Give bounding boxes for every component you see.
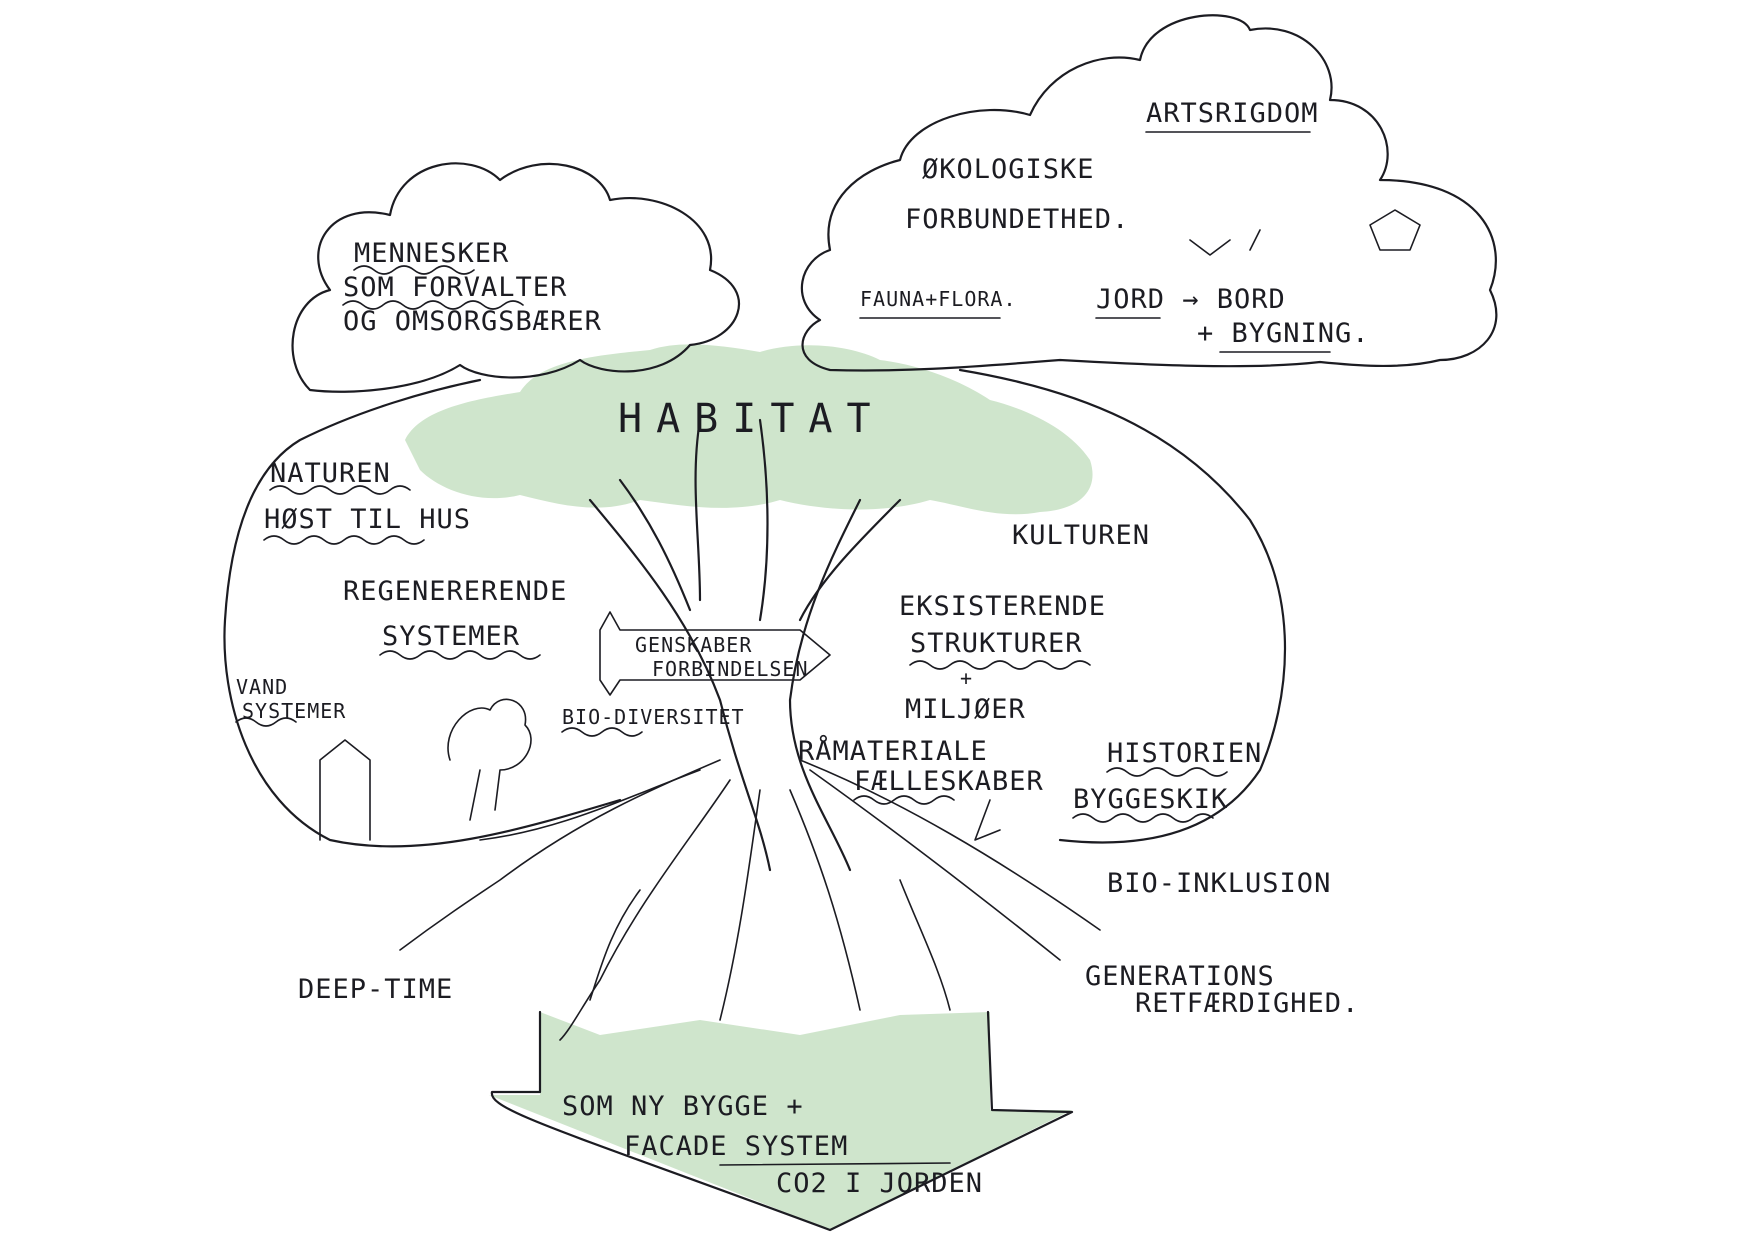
label-genskaber: GENSKABER — [635, 633, 752, 657]
label-plus: + — [960, 666, 973, 690]
label-forbundethed: FORBUNDETHED. — [905, 204, 1129, 235]
label-byggeskik: BYGGESKIK — [1073, 784, 1228, 815]
label-vand: VAND — [236, 675, 288, 699]
canopy-fill — [405, 344, 1093, 515]
label-ramateriale: RÅMATERIALE — [798, 735, 988, 767]
label-naturen: NATUREN — [270, 458, 391, 489]
arrow-fill — [489, 1012, 1072, 1230]
label-som-forvalter: SOM FORVALTER — [343, 272, 567, 303]
label-habitat: HABITAT — [618, 396, 885, 442]
label-historien: HISTORIEN — [1107, 738, 1262, 769]
label-retfaerdighed: RETFÆRDIGHED. — [1135, 988, 1359, 1019]
label-omsorgsbaerer: OG OMSORGSBÆRER — [343, 306, 602, 337]
label-miljoer: MILJØER — [905, 694, 1026, 725]
label-systemer: SYSTEMER — [382, 621, 520, 652]
label-generations: GENERATIONS — [1085, 961, 1275, 992]
genskaber-arrow — [599, 611, 831, 696]
tree-trunk — [588, 418, 902, 872]
small-sketches — [319, 209, 1421, 841]
wavy-underlines — [235, 265, 1228, 823]
label-biodiversitet: BIO-DIVERSITET — [562, 705, 745, 729]
label-som-ny-bygge: SOM NY BYGGE + — [562, 1091, 804, 1122]
label-jord-bord: JORD → BORD — [1096, 284, 1286, 315]
label-bygning: + BYGNING. — [1197, 318, 1370, 349]
label-artsrigdom: ARTSRIGDOM — [1146, 98, 1319, 129]
okologi-cloud — [800, 14, 1498, 372]
outer-cloud — [223, 368, 1286, 848]
label-facade-system: FACADE SYSTEM — [624, 1131, 848, 1162]
label-bio-inklusion: BIO-INKLUSION — [1107, 868, 1331, 899]
mennesker-cloud — [291, 162, 741, 393]
label-deep-time: DEEP-TIME — [298, 974, 453, 1005]
label-kulturen: KULTUREN — [1012, 520, 1150, 551]
label-vand-systemer: SYSTEMER — [242, 699, 346, 723]
label-co2-i-jorden: CO2 I JORDEN — [776, 1168, 983, 1199]
label-mennesker: MENNESKER — [354, 238, 509, 269]
label-regenererende: REGENERERENDE — [343, 576, 567, 607]
label-strukturer: STRUKTURER — [910, 628, 1083, 659]
label-faelleskaber: FÆLLESKABER — [854, 766, 1044, 797]
label-forbindelsen: FORBINDELSEN — [652, 657, 809, 681]
straight-underlines — [719, 131, 1331, 1166]
tree-roots — [399, 759, 1101, 1041]
label-okologiske: ØKOLOGISKE — [922, 154, 1095, 185]
arrow-outline — [490, 1010, 1074, 1232]
label-eksisterende: EKSISTERENDE — [899, 591, 1106, 622]
label-fauna-flora: FAUNA+FLORA. — [860, 287, 1017, 311]
label-host-til-hus: HØST TIL HUS — [264, 504, 471, 535]
